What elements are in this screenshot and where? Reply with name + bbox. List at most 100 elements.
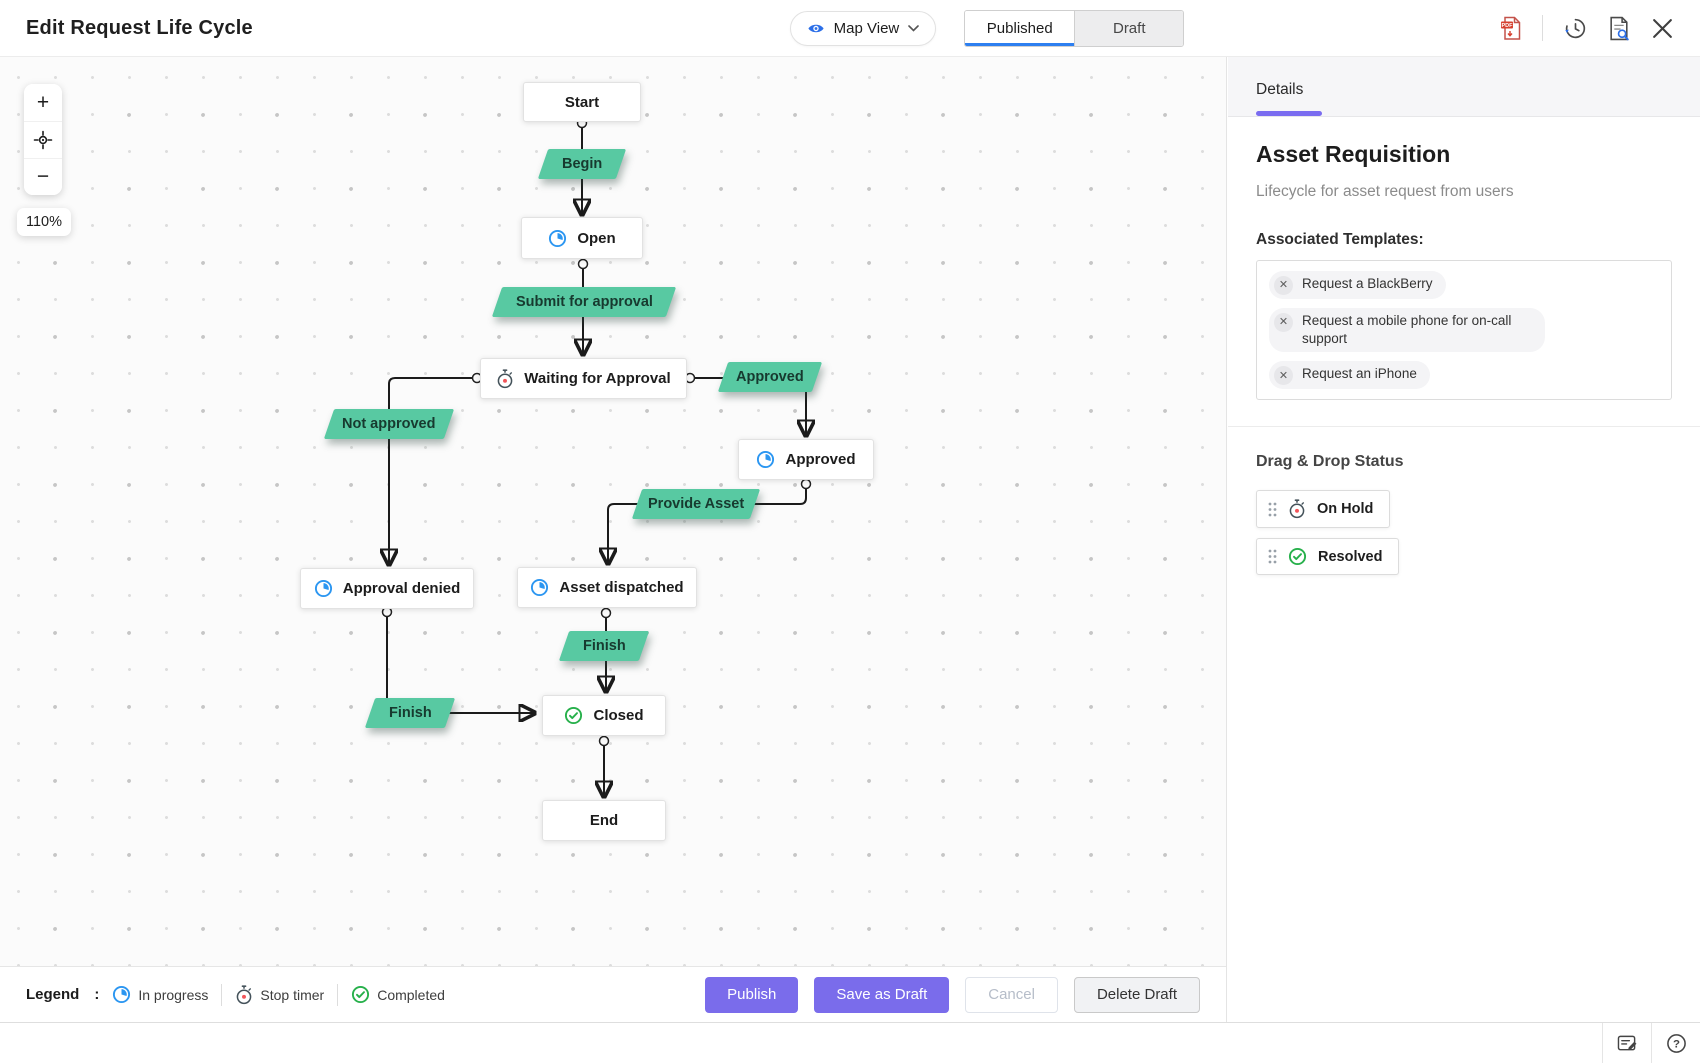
publish-mode-switch: Published Draft bbox=[964, 9, 1185, 47]
status-node-approval-denied[interactable]: Approval denied bbox=[300, 568, 474, 609]
node-label: Open bbox=[577, 229, 616, 247]
details-panel: Details Asset Requisition Lifecycle for … bbox=[1228, 57, 1700, 1022]
drag-status-label: Resolved bbox=[1318, 548, 1383, 565]
transition-label: Finish bbox=[582, 638, 626, 654]
svg-text:PDF: PDF bbox=[1502, 22, 1514, 28]
legend-title: Legend bbox=[26, 986, 80, 1003]
cancel-button[interactable]: Cancel bbox=[965, 976, 1058, 1013]
legend-items: In progress Stop timer Completed bbox=[112, 983, 445, 1006]
remove-template-icon[interactable]: ✕ bbox=[1274, 313, 1293, 332]
remove-template-icon[interactable]: ✕ bbox=[1274, 366, 1293, 386]
node-label: Start bbox=[564, 93, 600, 111]
status-node-waiting[interactable]: Waiting for Approval bbox=[480, 358, 687, 399]
save-as-draft-button[interactable]: Save as Draft bbox=[814, 976, 950, 1013]
pdf-export-icon[interactable]: PDF bbox=[1500, 16, 1522, 41]
legend-item: In progress bbox=[112, 985, 208, 1004]
transition-not-approved[interactable]: Not approved bbox=[323, 409, 455, 439]
node-label: Approval denied bbox=[342, 580, 461, 597]
map-view-label: Map View bbox=[833, 19, 900, 37]
close-icon[interactable] bbox=[1651, 17, 1674, 40]
stoptimer-icon bbox=[235, 984, 253, 1005]
completed-icon bbox=[351, 985, 370, 1004]
transition-label: Finish bbox=[388, 705, 432, 721]
app-footer: ? bbox=[0, 1022, 1700, 1063]
help-icon[interactable]: ? bbox=[1651, 1023, 1700, 1063]
feedback-icon[interactable] bbox=[1602, 1023, 1651, 1063]
associated-templates-label: Associated Templates: bbox=[1256, 231, 1424, 248]
transition-finish-left[interactable]: Finish bbox=[364, 698, 456, 728]
stoptimer-icon bbox=[1288, 499, 1306, 519]
lifecycle-subtitle: Lifecycle for asset request from users bbox=[1256, 183, 1514, 200]
template-chip: ✕ Request a mobile phone for on-call supp… bbox=[1269, 308, 1545, 353]
legend-item: Completed bbox=[351, 985, 445, 1004]
topbar-divider bbox=[1542, 15, 1543, 41]
status-node-approved[interactable]: Approved bbox=[738, 439, 874, 480]
legend-separator bbox=[221, 983, 223, 1006]
status-node-asset-dispatched[interactable]: Asset dispatched bbox=[517, 567, 697, 608]
zoom-in-button[interactable]: + bbox=[24, 84, 62, 121]
template-chip-label: Request an iPhone bbox=[1302, 366, 1417, 382]
transition-label: Not approved bbox=[342, 416, 436, 432]
drag-status-label: On Hold bbox=[1317, 501, 1374, 518]
transition-provide-asset[interactable]: Provide Asset bbox=[631, 489, 761, 519]
inprogress-icon bbox=[756, 450, 775, 469]
legend-item: Stop timer bbox=[235, 984, 324, 1005]
publish-button[interactable]: Publish bbox=[705, 976, 799, 1013]
svg-text:?: ? bbox=[1673, 1038, 1680, 1050]
transition-label: Approved bbox=[736, 369, 804, 385]
template-chip: ✕ Request an iPhone bbox=[1269, 361, 1430, 390]
panel-divider bbox=[1228, 426, 1700, 428]
status-node-open[interactable]: Open bbox=[521, 217, 643, 259]
zoom-controls: + − bbox=[24, 84, 62, 195]
transition-begin[interactable]: Begin bbox=[537, 149, 627, 179]
drag-status-resolved[interactable]: Resolved bbox=[1256, 538, 1400, 576]
document-preview-icon[interactable] bbox=[1608, 16, 1631, 41]
top-bar: Edit Request Life Cycle Map View Publish… bbox=[0, 0, 1700, 57]
template-chip-label: Request a mobile phone for on-call suppo… bbox=[1302, 313, 1512, 347]
terminal-node-start[interactable]: Start bbox=[523, 82, 641, 122]
node-label: End bbox=[589, 812, 619, 829]
map-view-dropdown[interactable]: Map View bbox=[789, 10, 937, 46]
transition-submit[interactable]: Submit for approval bbox=[491, 287, 677, 317]
tab-details[interactable]: Details bbox=[1256, 65, 1322, 116]
remove-template-icon[interactable]: ✕ bbox=[1274, 276, 1293, 295]
zoom-level-badge: 110% bbox=[17, 208, 72, 236]
history-icon[interactable] bbox=[1563, 16, 1588, 41]
tab-draft[interactable]: Draft bbox=[1074, 10, 1184, 46]
transition-finish-mid[interactable]: Finish bbox=[558, 631, 650, 661]
associated-templates-box: ✕Request a BlackBerry✕Request a mobile p… bbox=[1256, 260, 1672, 401]
tab-active-underline bbox=[1256, 111, 1322, 116]
top-bar-icons: PDF bbox=[1500, 15, 1674, 41]
inprogress-icon bbox=[112, 985, 131, 1004]
chevron-down-icon bbox=[908, 24, 920, 32]
stoptimer-icon bbox=[496, 368, 514, 389]
legend-separator bbox=[337, 983, 339, 1006]
eye-icon bbox=[807, 22, 825, 35]
node-label: Closed bbox=[593, 707, 644, 724]
status-node-closed[interactable]: Closed bbox=[542, 695, 666, 736]
drag-handle-icon[interactable] bbox=[1268, 502, 1277, 517]
drag-status-on-hold[interactable]: On Hold bbox=[1256, 490, 1391, 529]
recenter-button[interactable] bbox=[24, 121, 62, 158]
drag-handle-icon[interactable] bbox=[1268, 549, 1277, 564]
terminal-node-end[interactable]: End bbox=[542, 800, 666, 841]
tab-published[interactable]: Published bbox=[965, 10, 1075, 46]
transition-label: Provide Asset bbox=[647, 496, 745, 512]
zoom-out-button[interactable]: − bbox=[24, 158, 62, 195]
panel-tabs: Details bbox=[1228, 57, 1700, 117]
inprogress-icon bbox=[314, 579, 333, 598]
inprogress-icon bbox=[548, 229, 567, 248]
transition-approved-t[interactable]: Approved bbox=[717, 362, 823, 392]
inprogress-icon bbox=[530, 578, 549, 597]
template-chip: ✕Request a BlackBerry bbox=[1269, 271, 1446, 299]
transition-label: Begin bbox=[561, 156, 603, 172]
lifecycle-title: Asset Requisition bbox=[1256, 141, 1451, 167]
action-buttons: Publish Save as Draft Cancel Delete Draft bbox=[705, 976, 1200, 1013]
completed-icon bbox=[1288, 547, 1307, 566]
delete-draft-button[interactable]: Delete Draft bbox=[1073, 976, 1200, 1013]
transition-label: Submit for approval bbox=[515, 294, 653, 310]
node-label: Approved bbox=[785, 451, 856, 468]
